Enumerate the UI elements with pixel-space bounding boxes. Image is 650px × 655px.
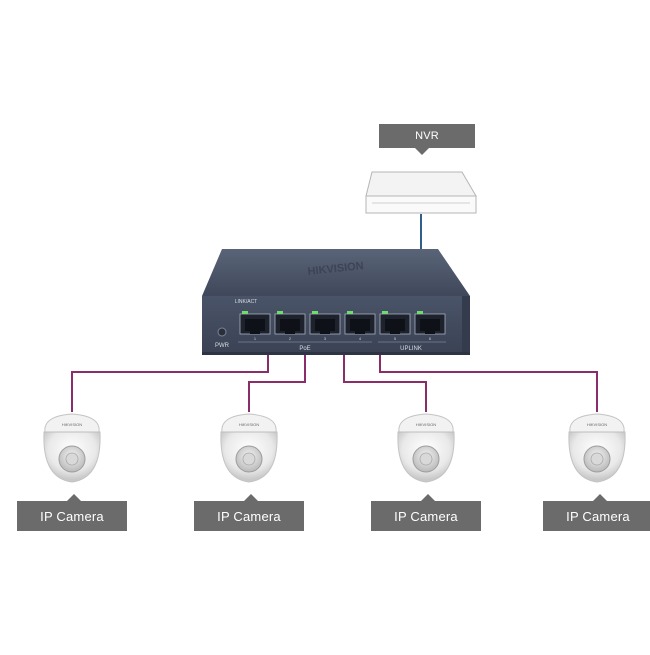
camera-label-pointer: [593, 494, 607, 501]
ethernet-port: 5: [379, 311, 411, 341]
ethernet-port: 6: [414, 311, 446, 341]
link-act-label: LINK/ACT: [235, 299, 258, 305]
ip-camera: HIKVISION: [397, 413, 455, 483]
port-led: [382, 311, 388, 314]
power-led: [217, 327, 227, 337]
camera-label-text: IP Camera: [217, 508, 281, 524]
camera-brand-text: HIKVISION: [416, 422, 436, 427]
camera-cable-2: [248, 350, 306, 412]
camera-label: IP Camera: [17, 494, 127, 531]
uplink-label: UPLINK: [400, 346, 422, 352]
camera-brand-text: HIKVISION: [239, 422, 259, 427]
cable-group: [71, 214, 598, 412]
port-number: 3: [324, 336, 327, 341]
camera-group: HIKVISION HIKVISION HIKVISION HIKVISION: [43, 413, 626, 483]
ip-camera: HIKVISION: [220, 413, 278, 483]
camera-label-pointer: [67, 494, 81, 501]
ip-camera: HIKVISION: [43, 413, 101, 483]
nvr-device: [365, 171, 477, 214]
camera-cable-4: [379, 350, 598, 412]
ethernet-port: 4: [344, 311, 376, 341]
port-led: [242, 311, 248, 314]
camera-label: IP Camera: [371, 494, 481, 531]
camera-label: IP Camera: [194, 494, 304, 531]
poe-label: PoE: [299, 346, 310, 352]
port-number: 1: [254, 336, 257, 341]
nvr-label-text: NVR: [415, 130, 439, 142]
ethernet-port: 3: [309, 311, 341, 341]
camera-cable-1: [71, 350, 269, 412]
pwr-label: PWR: [215, 343, 230, 349]
port-number: 6: [429, 336, 432, 341]
port-number: 5: [394, 336, 397, 341]
nvr-label: NVR: [379, 124, 475, 155]
ip-camera: HIKVISION: [568, 413, 626, 483]
ethernet-port: 1: [239, 311, 271, 341]
port-led: [312, 311, 318, 314]
port-number: 2: [289, 336, 292, 341]
camera-label: IP Camera: [543, 494, 650, 531]
port-led: [277, 311, 283, 314]
camera-cable-3: [343, 350, 427, 412]
camera-label-text: IP Camera: [566, 508, 630, 524]
ethernet-port: 2: [274, 311, 306, 341]
camera-label-text: IP Camera: [394, 508, 458, 524]
camera-brand-text: HIKVISION: [62, 422, 82, 427]
port-led: [417, 311, 423, 314]
port-number: 4: [359, 336, 362, 341]
port-group: 1 2 3 4 5 6: [239, 311, 446, 341]
camera-label-text: IP Camera: [40, 508, 104, 524]
switch-brand-text: HIKVISION: [307, 260, 364, 278]
camera-label-pointer: [421, 494, 435, 501]
poe-switch: HIKVISION PWR LINK/ACT PoE UPLINK 1 2 3 4 5 6: [202, 249, 470, 355]
nvr-label-pointer: [415, 148, 429, 155]
camera-brand-text: HIKVISION: [587, 422, 607, 427]
port-led: [347, 311, 353, 314]
camera-label-pointer: [244, 494, 258, 501]
